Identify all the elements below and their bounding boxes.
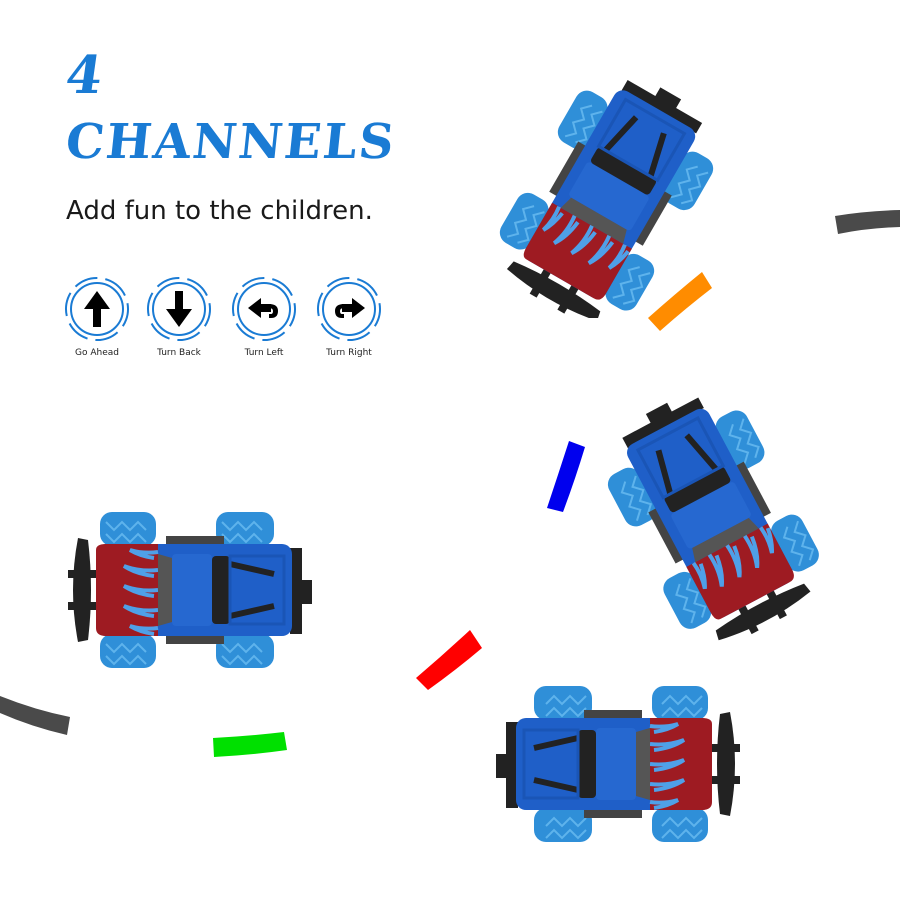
control-label: Go Ahead (75, 348, 119, 358)
monster-truck-right (592, 392, 832, 642)
monster-truck-bottom (492, 686, 742, 846)
road-mark-blue (547, 441, 585, 512)
monster-truck-left (66, 512, 316, 672)
turn-left-icon (232, 277, 296, 341)
control-turn-left: Turn Left (229, 276, 299, 358)
road-mark-green (213, 732, 287, 757)
road-mark-red (416, 630, 482, 690)
control-go-ahead: Go Ahead (62, 276, 132, 358)
turn-right-icon (317, 277, 381, 341)
arrow-down-icon (147, 277, 211, 341)
arrow-up-icon (65, 277, 129, 341)
control-label: Turn Back (157, 348, 201, 358)
control-turn-back: Turn Back (144, 276, 214, 358)
subtitle: Add fun to the children. (66, 196, 373, 226)
controls-row: Go Ahead Turn Back Turn Left Turn Right (62, 276, 392, 366)
monster-truck-top (478, 78, 738, 318)
road-mark-gray-top (835, 210, 900, 234)
control-label: Turn Left (244, 348, 284, 358)
control-label: Turn Right (326, 348, 372, 358)
road-mark-orange (648, 272, 712, 331)
control-turn-right: Turn Right (314, 276, 384, 358)
road-mark-gray-left (0, 696, 70, 735)
